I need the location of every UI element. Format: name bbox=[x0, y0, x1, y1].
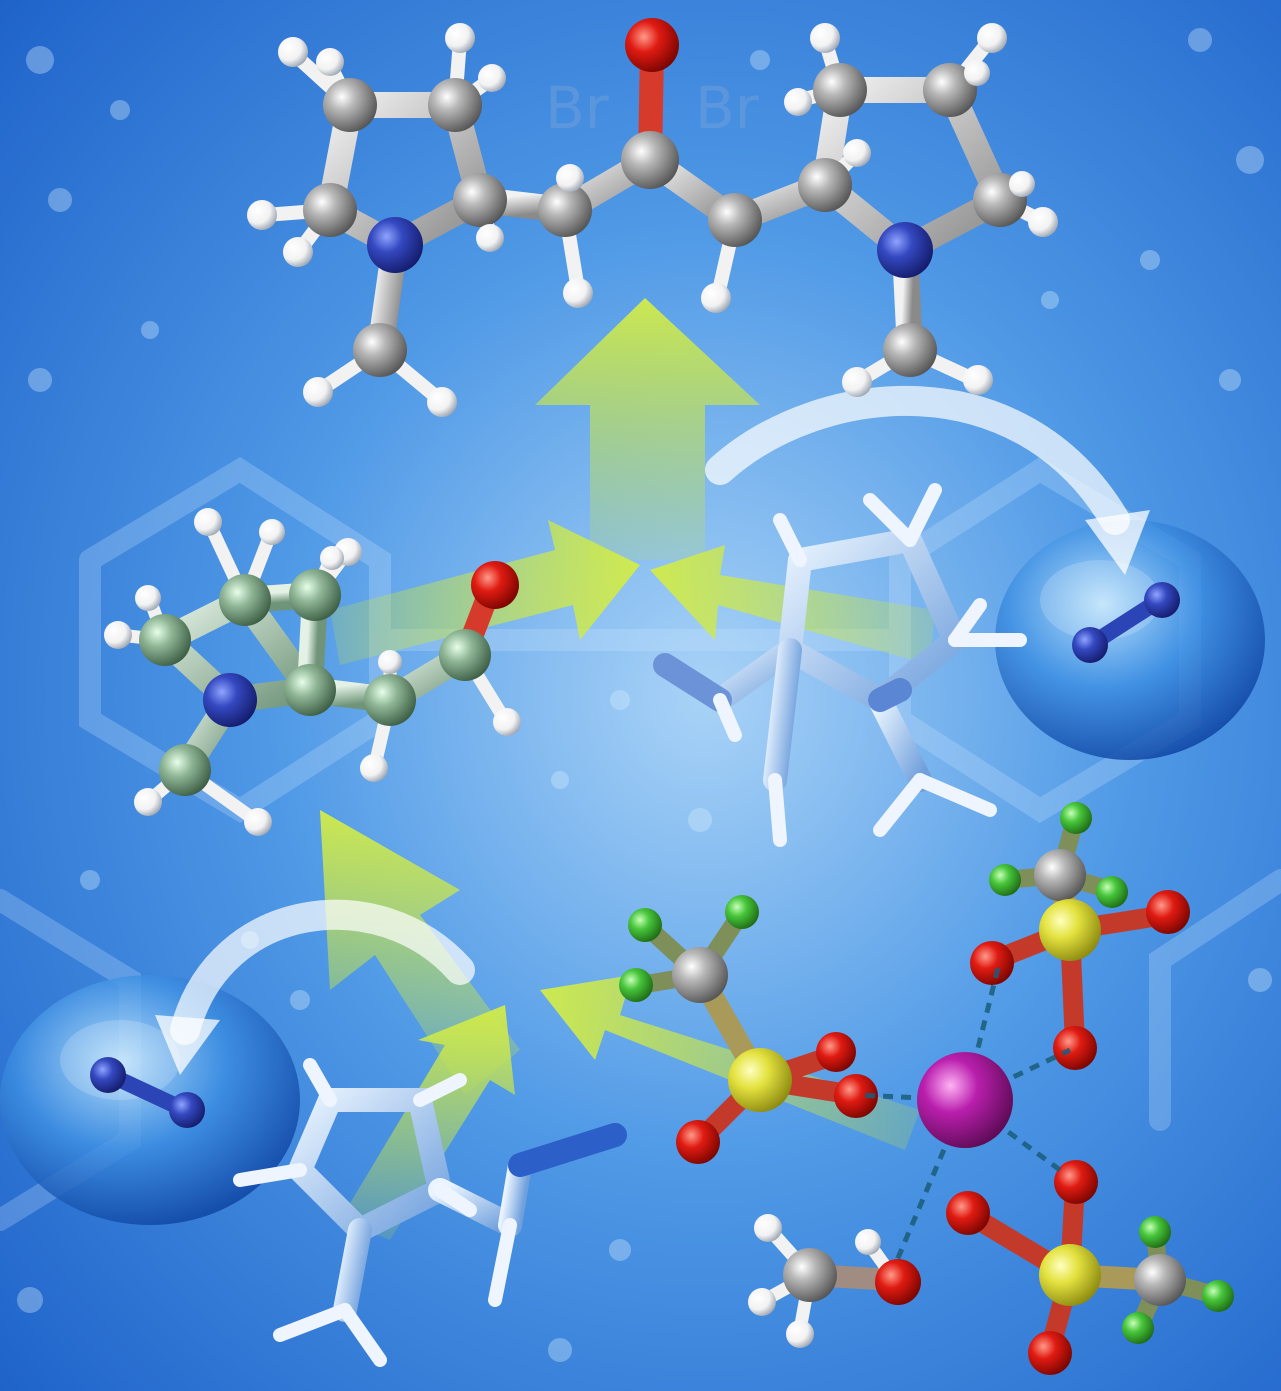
watermark-labels: Br Br bbox=[545, 74, 759, 142]
curved-arrow-top-right bbox=[705, 385, 1130, 535]
dinitrogen-top bbox=[1072, 582, 1180, 663]
background-bubbles bbox=[17, 28, 1272, 1362]
methanol bbox=[748, 1214, 921, 1348]
arrow-from-triflate bbox=[540, 975, 920, 1150]
watermark-br-2: Br bbox=[695, 74, 759, 142]
dinitrogen-bottom bbox=[90, 1057, 205, 1128]
enaminone-intermediate bbox=[104, 508, 521, 836]
triflate-3 bbox=[946, 1160, 1234, 1375]
metal-center bbox=[857, 959, 1072, 1266]
imine-intermediate bbox=[653, 483, 1027, 847]
curved-arrow-bottom-left bbox=[170, 899, 475, 1045]
watermark-br-1: Br bbox=[545, 74, 609, 142]
product-diketone bbox=[247, 18, 1058, 417]
triflate-2 bbox=[970, 802, 1190, 1070]
arrow-up-main bbox=[535, 298, 760, 560]
triflate-1 bbox=[619, 895, 878, 1164]
curved-arrows bbox=[155, 385, 1150, 1075]
diazo-precursor bbox=[233, 1058, 627, 1367]
